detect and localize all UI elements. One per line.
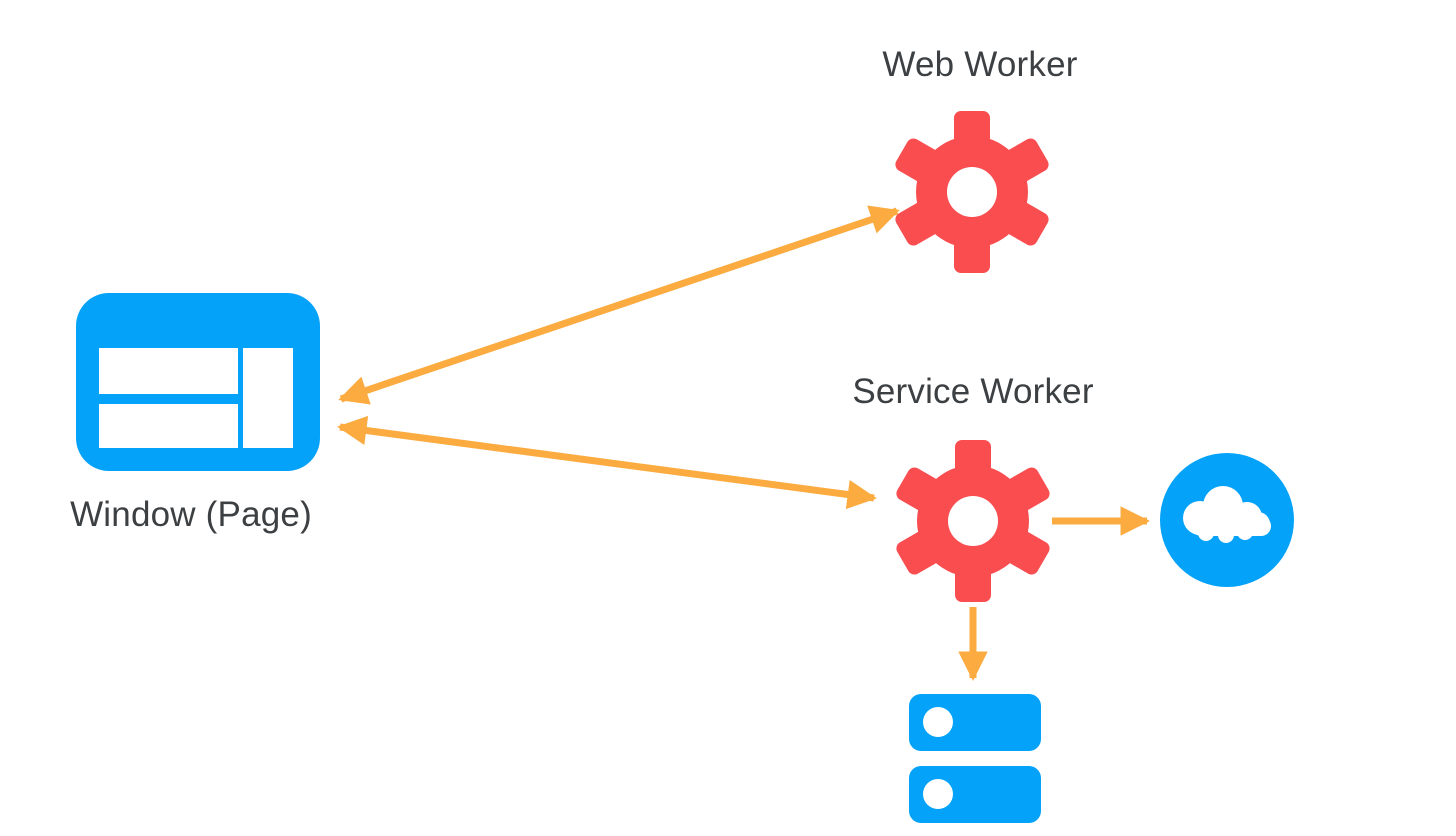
web-worker-gear-icon <box>895 111 1049 273</box>
browser-window-icon <box>76 293 320 471</box>
database-stack-icon <box>909 694 1041 823</box>
arrow-window-serviceworker <box>337 415 877 510</box>
window-page-label: Window (Page) <box>70 495 312 534</box>
service-worker-gear-icon <box>896 440 1050 602</box>
service-worker-label: Service Worker <box>852 372 1094 411</box>
cloud-icon <box>1160 453 1294 587</box>
web-worker-label: Web Worker <box>882 45 1078 84</box>
arrow-window-webworker <box>338 205 900 405</box>
